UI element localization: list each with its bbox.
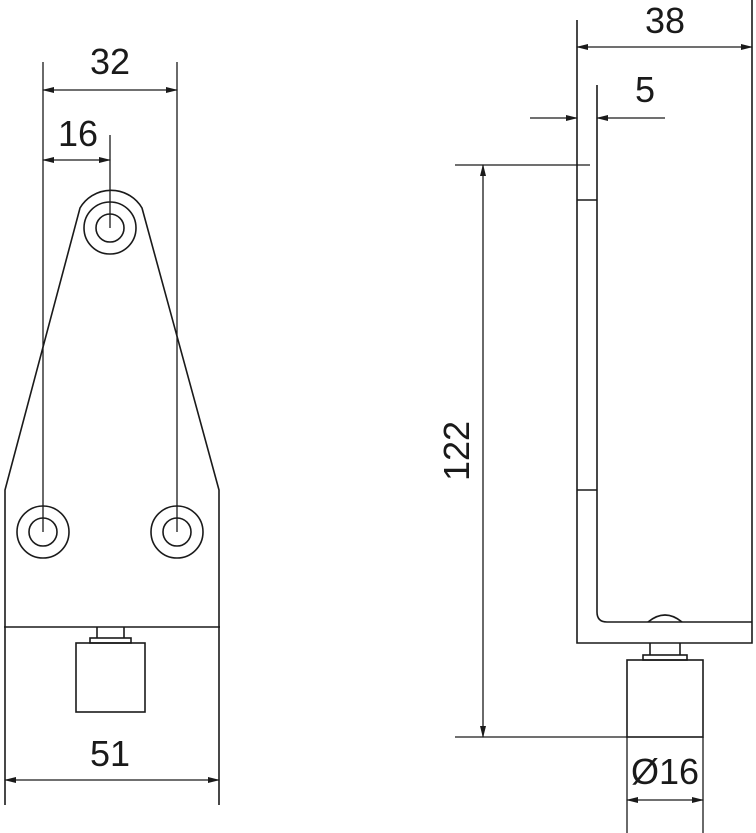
side-view: 38 5 122 Ø16 bbox=[436, 0, 753, 833]
dim-label-5: 5 bbox=[635, 69, 655, 110]
bracket-outer bbox=[576, 0, 753, 644]
dim-label-38: 38 bbox=[645, 0, 685, 41]
front-roller bbox=[75, 627, 146, 713]
dim-label-diameter-16: Ø16 bbox=[631, 751, 699, 792]
dim-label-16: 16 bbox=[58, 113, 98, 154]
front-view: 32 16 51 bbox=[4, 41, 220, 805]
rivet-head bbox=[647, 614, 683, 623]
front-plate-outline bbox=[4, 189, 220, 805]
bracket-inner bbox=[596, 85, 752, 623]
dim-label-51: 51 bbox=[90, 733, 130, 774]
dim-label-32: 32 bbox=[90, 41, 130, 82]
dim-label-122: 122 bbox=[436, 421, 477, 481]
side-roller bbox=[626, 643, 704, 738]
